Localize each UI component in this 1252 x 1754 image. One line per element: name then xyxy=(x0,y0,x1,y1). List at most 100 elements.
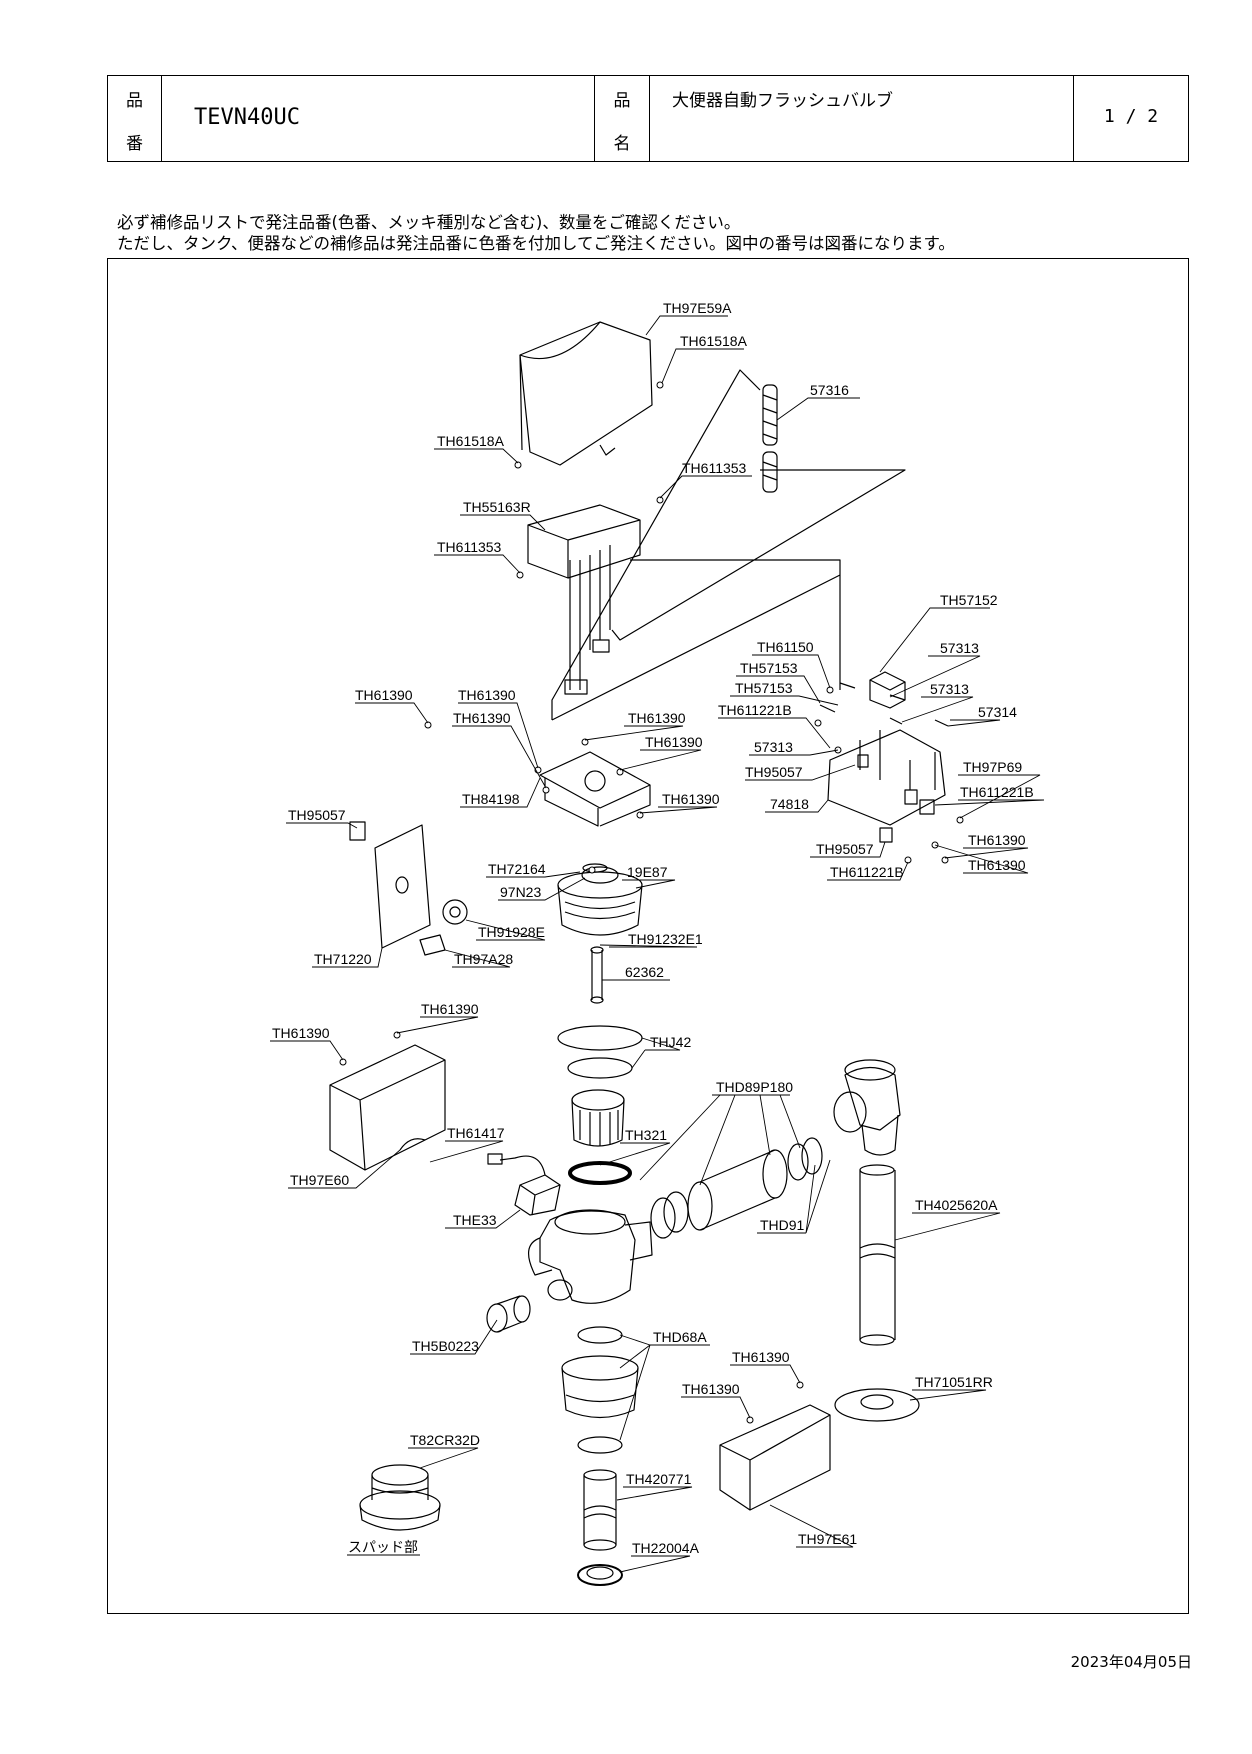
label-TH61417: TH61417 xyxy=(447,1125,505,1141)
label-TH97P69: TH95057 xyxy=(745,764,803,780)
page-cell: 1 / 2 xyxy=(1073,76,1188,161)
label-TH611353-1: TH611353 xyxy=(682,460,747,476)
label-TH611221B-2: TH611221B xyxy=(960,784,1034,800)
label-THJ42: THJ42 xyxy=(650,1034,691,1050)
wiring-harness xyxy=(551,369,906,721)
label-TH61518A-1: TH61518A xyxy=(680,333,748,349)
label-74818: 74818 xyxy=(770,796,809,812)
label-TH61390-3: TH61390 xyxy=(453,710,511,726)
product-name-label-1: 品 xyxy=(613,91,631,111)
label-TH97A28: TH97A28 xyxy=(454,951,513,967)
label-TH321: TH321 xyxy=(625,1127,667,1143)
control-unit xyxy=(527,504,641,695)
o-ring-4 xyxy=(577,1436,623,1454)
label-TH71051RR: TH71051RR xyxy=(915,1374,993,1390)
product-name-label-2: 名 xyxy=(613,134,631,154)
label-TH61390-1: TH61390 xyxy=(355,687,413,703)
vertical-pipe xyxy=(859,1164,896,1346)
label-THD89P180: THD89P180 xyxy=(716,1079,793,1095)
spud-nut xyxy=(577,1564,623,1586)
label-TH61390-9: TH61390 xyxy=(732,1349,790,1365)
solenoid xyxy=(487,1153,561,1216)
product-name-cell: 大便器自動フラッシュバルブ xyxy=(649,76,1073,161)
label-THE33: THE33 xyxy=(453,1212,497,1228)
label-TH61518A-2: TH61518A xyxy=(437,433,505,449)
drawing-frame xyxy=(107,258,1189,1614)
connection-pipe xyxy=(650,1137,823,1239)
part-number: TEVN40UC xyxy=(194,105,300,130)
part-number-cell: TEVN40UC xyxy=(161,76,594,161)
label-TH611353-2: TH611353 xyxy=(437,539,502,555)
label-TH55163R: TH55163R xyxy=(463,499,531,515)
label-TH97E61: TH97E61 xyxy=(798,1531,857,1547)
label-TH611221B-3: TH611221B xyxy=(830,864,904,880)
label-TH61390-r1: TH61390 xyxy=(968,832,1026,848)
label-TH61390-6: TH61390 xyxy=(662,791,720,807)
note-line-2: ただし、タンク、便器などの補修品は発注品番に色番を付加してご発注ください。図中の… xyxy=(117,234,955,253)
seal-th321 xyxy=(568,1161,632,1185)
label-57314: 57314 xyxy=(978,704,1017,720)
spud-assembly xyxy=(359,1464,441,1531)
note-line-1: 必ず補修品リストで発注品番(色番、メッキ種別など含む)、数量をご確認ください。 xyxy=(117,213,741,232)
label-97N23: 97N23 xyxy=(500,884,541,900)
label-TH420771: TH420771 xyxy=(626,1471,692,1487)
part-number-label-cell: 品 番 xyxy=(108,76,161,161)
label-57313-2: 57313 xyxy=(930,681,969,697)
issue-date: 2023年04月05日 xyxy=(1070,1653,1192,1671)
o-ring-1 xyxy=(557,1025,643,1051)
label-TH61390-8: TH61390 xyxy=(272,1025,330,1041)
label-TH71220: TH71220 xyxy=(314,951,372,967)
diaphragm-piston xyxy=(557,863,643,1004)
label-TH61150: TH61150 xyxy=(757,639,814,655)
label-THD68A: THD68A xyxy=(653,1329,707,1345)
product-name-label-cell: 品 名 xyxy=(594,76,649,161)
label-19E87: 19E87 xyxy=(627,864,668,880)
label-TH72164: TH72164 xyxy=(488,861,546,877)
label-TH61390-2: TH61390 xyxy=(458,687,516,703)
left-cover xyxy=(329,1044,446,1171)
label-TH91232E1: TH91232E1 xyxy=(628,931,703,947)
label-T82CR32D: T82CR32D xyxy=(410,1432,480,1448)
wall-plate xyxy=(349,821,468,956)
label-57313-3: 57313 xyxy=(754,739,793,755)
label-TH57153-2: TH57153 xyxy=(735,680,793,696)
label-TH57152: TH57152 xyxy=(940,592,998,608)
leader-lines xyxy=(270,315,1045,1573)
rod-57316 xyxy=(762,384,778,493)
label-TH22004A: TH22004A xyxy=(632,1540,700,1556)
cover-box xyxy=(519,321,653,466)
wall-flange xyxy=(834,1388,920,1422)
label-TH84198: TH84198 xyxy=(462,791,520,807)
label-TH95057-3: TH95057 xyxy=(288,807,346,823)
screws xyxy=(339,381,964,1424)
label-TH61390-r2: TH61390 xyxy=(968,857,1026,873)
part-drawings xyxy=(329,321,964,1586)
part-labels: TH97E59A TH61518A 57316 TH61518A TH61135… xyxy=(272,300,1034,1556)
label-TH57153-1: TH57153 xyxy=(740,660,798,676)
label-57313-1: 57313 xyxy=(940,640,979,656)
label-TH97E59A: TH97E59A xyxy=(663,300,732,316)
label-TH91928E: TH91928E xyxy=(478,924,545,940)
sensor-bracket xyxy=(819,671,949,843)
stop-valve xyxy=(833,1059,901,1156)
product-name: 大便器自動フラッシュバルブ xyxy=(672,91,893,111)
label-TH95057-1: TH97P69 xyxy=(963,759,1022,775)
label-TH61390-10: TH61390 xyxy=(682,1381,740,1397)
page-number: 1 / 2 xyxy=(1103,106,1159,127)
valve-body xyxy=(528,1209,653,1304)
bracket-plate xyxy=(539,751,651,827)
right-cover xyxy=(719,1404,831,1511)
flush-pipe xyxy=(583,1469,617,1551)
label-THD91: THD91 xyxy=(760,1217,805,1233)
label-TH61390-5: TH61390 xyxy=(645,734,703,750)
strainer xyxy=(571,1089,625,1147)
part-number-label-1: 品 xyxy=(126,91,143,111)
label-TH611221B-1: TH611221B xyxy=(718,702,792,718)
title-block: 品 番 TEVN40UC 品 名 大便器自動フラッシュバルブ 1 / 2 xyxy=(107,75,1189,162)
label-TH4025620A: TH4025620A xyxy=(915,1197,998,1213)
label-TH95057-2: TH95057 xyxy=(816,841,874,857)
label-TH61390-4: TH61390 xyxy=(628,710,686,726)
label-TH97E60: TH97E60 xyxy=(290,1172,349,1188)
o-ring-2 xyxy=(567,1057,633,1079)
